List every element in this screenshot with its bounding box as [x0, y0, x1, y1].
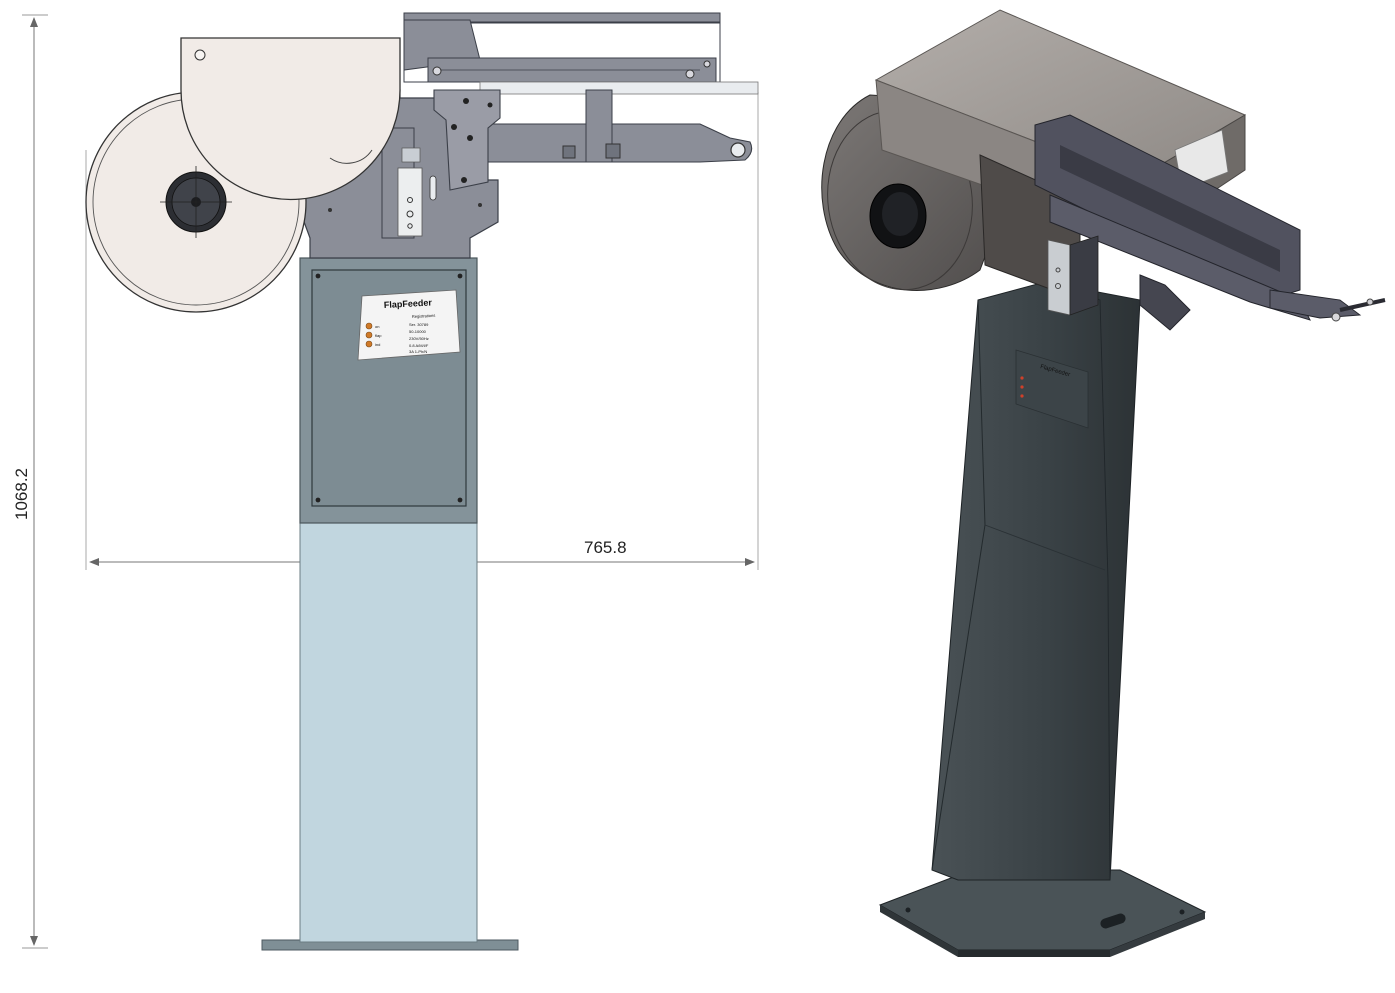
nameplate-subtitle: Registrations: [412, 313, 436, 319]
nameplate-title: FlapFeeder: [384, 297, 433, 310]
upper-white-strip: [479, 81, 759, 95]
nameplate-row-label: ind: [375, 342, 380, 347]
nameplate-row-label: flap: [375, 333, 382, 338]
iso-nameplate: FlapFeeder: [1015, 349, 1089, 429]
led-indicator: [1020, 376, 1024, 380]
led-indicator: [1020, 385, 1024, 389]
iso-sensor-block: [1047, 239, 1071, 316]
lower-arm: [481, 123, 753, 163]
height-dimension-label: 1068.2: [12, 468, 31, 520]
nameplate-footer: 3A 1-Ph/N: [409, 349, 427, 354]
nameplate-row-label: on: [375, 324, 379, 329]
nameplate-row-value: Ser. 30789: [409, 322, 429, 327]
reel-knob: [160, 166, 232, 238]
flap-cover: [180, 37, 401, 201]
nameplate: FlapFeeder Registrations on flap ind Ser…: [357, 289, 461, 361]
isometric-view: FlapFeeder: [821, 9, 1386, 957]
iso-feeder-arm: [1034, 114, 1386, 331]
dimension-height: 1068.2: [12, 14, 48, 949]
nameplate-row-value: 230V/50Hz: [409, 336, 429, 341]
top-rail: [403, 12, 721, 24]
nameplate-footer: 0.8 A/M/I/F: [409, 343, 429, 348]
led-indicator: [365, 322, 373, 330]
led-indicator: [365, 340, 373, 348]
column-lower: [299, 521, 478, 943]
arm-pivot: [730, 142, 746, 158]
width-dimension-label: 765.8: [584, 538, 627, 557]
led-indicator: [365, 331, 373, 339]
front-view: FlapFeeder Registrations on flap ind Ser…: [85, 12, 759, 951]
led-indicator: [1020, 394, 1024, 398]
nameplate-row-value: 50-10000: [409, 329, 427, 334]
iso-reel-knob: [869, 183, 927, 249]
mechanism-plate: [433, 89, 501, 191]
clamp-block: [562, 145, 576, 159]
